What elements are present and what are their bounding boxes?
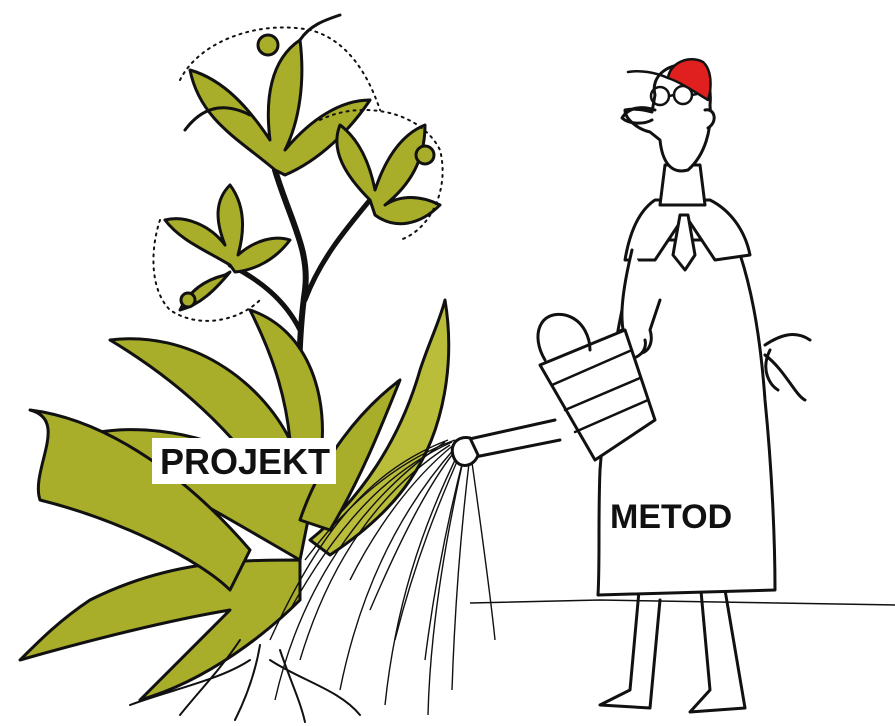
- plant-flower-top: [183, 13, 372, 177]
- plant-leaf: [18, 558, 302, 702]
- plant-label: PROJEKT: [160, 441, 330, 482]
- plant-label-box: [152, 438, 336, 484]
- plant-roots: [129, 639, 361, 723]
- apron-label: METOD: [610, 498, 732, 536]
- gardener-cap-brim: [626, 70, 670, 80]
- plant-bud: [179, 291, 197, 309]
- gardener-ear: [703, 108, 716, 130]
- watering-can: [450, 312, 657, 467]
- gardener-leg: [688, 578, 747, 714]
- plant-dotted-halo: [152, 26, 444, 322]
- apron-label-box: [604, 493, 762, 537]
- gardener-leg: [598, 578, 662, 710]
- watering-can-spout: [463, 418, 562, 460]
- plant-bud: [256, 33, 280, 57]
- plant-flower-right: [335, 123, 442, 226]
- gardener-nose: [620, 106, 657, 125]
- gardener-apron-string: [763, 333, 812, 402]
- gardener-illustration: [450, 58, 812, 714]
- plant-bud: [414, 144, 436, 166]
- ground-line: [469, 599, 895, 606]
- watering-can-handle: [536, 312, 592, 362]
- water-spray: [269, 439, 496, 716]
- gardener-tie: [671, 213, 697, 272]
- gardener-cap: [666, 58, 712, 102]
- watering-can-rose: [450, 436, 480, 467]
- plant-illustration: [18, 13, 451, 723]
- gardener-shirt: [623, 198, 752, 262]
- watering-can-bands: [550, 348, 650, 434]
- plant-stem-branch-right: [302, 197, 373, 303]
